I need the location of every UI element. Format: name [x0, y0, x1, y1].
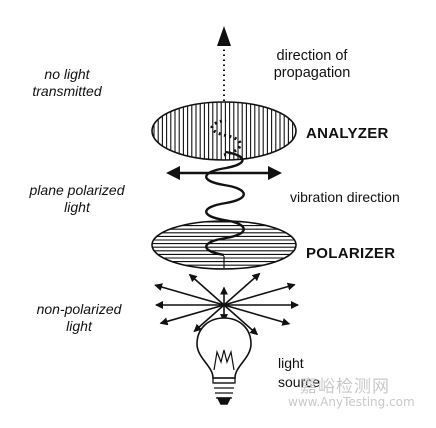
no-light-transmitted-line1: no light — [44, 66, 90, 82]
light-ray-arrow — [159, 304, 225, 326]
plane-polarized-light-line1: plane polarized — [29, 182, 125, 198]
plane-polarized-wave — [205, 150, 245, 268]
light-ray-arrow — [223, 282, 296, 306]
light-ray-arrow — [223, 272, 261, 306]
light-ray-arrow — [193, 304, 225, 333]
non-polarized-light-label: non-polarized light — [14, 301, 144, 335]
light-ray-arrow — [188, 273, 225, 306]
light-source-line2: source — [278, 374, 321, 390]
direction-of-propagation-label: direction of propagation — [257, 48, 367, 82]
light-ray-arrow — [223, 304, 291, 326]
light-source-line1: light — [278, 355, 304, 371]
no-light-transmitted-label: no light transmitted — [12, 66, 122, 100]
vibration-direction-arrow — [166, 166, 282, 180]
propagation-arrow-icon — [217, 26, 231, 46]
polarizer-label: POLARIZER — [306, 245, 396, 262]
propagation-axis — [217, 26, 231, 106]
analyzer-label: ANALYZER — [306, 125, 389, 142]
plane-polarized-light-label: plane polarized light — [2, 182, 152, 216]
light-ray-arrow — [154, 283, 225, 306]
light-source-label: light source — [278, 354, 320, 392]
analyzer-filter — [151, 101, 297, 161]
direction-of-propagation-line2: propagation — [273, 65, 351, 81]
no-light-transmitted-line2: transmitted — [32, 83, 102, 99]
watermark-title: 嘉峪检测网 — [300, 377, 390, 397]
plane-polarized-light-line2: light — [64, 199, 90, 215]
non-polarized-rays — [154, 272, 299, 336]
polarizer-filter — [151, 220, 297, 270]
light-ray-arrow — [223, 304, 259, 336]
direction-of-propagation-line1: direction of — [276, 48, 348, 64]
light-bulb-icon — [196, 317, 252, 405]
vibration-direction-label: vibration direction — [290, 189, 400, 205]
non-polarized-light-line2: light — [66, 318, 92, 334]
non-polarized-light-line1: non-polarized — [36, 301, 122, 317]
watermark-url: www.AnyTesting.com — [288, 395, 415, 409]
